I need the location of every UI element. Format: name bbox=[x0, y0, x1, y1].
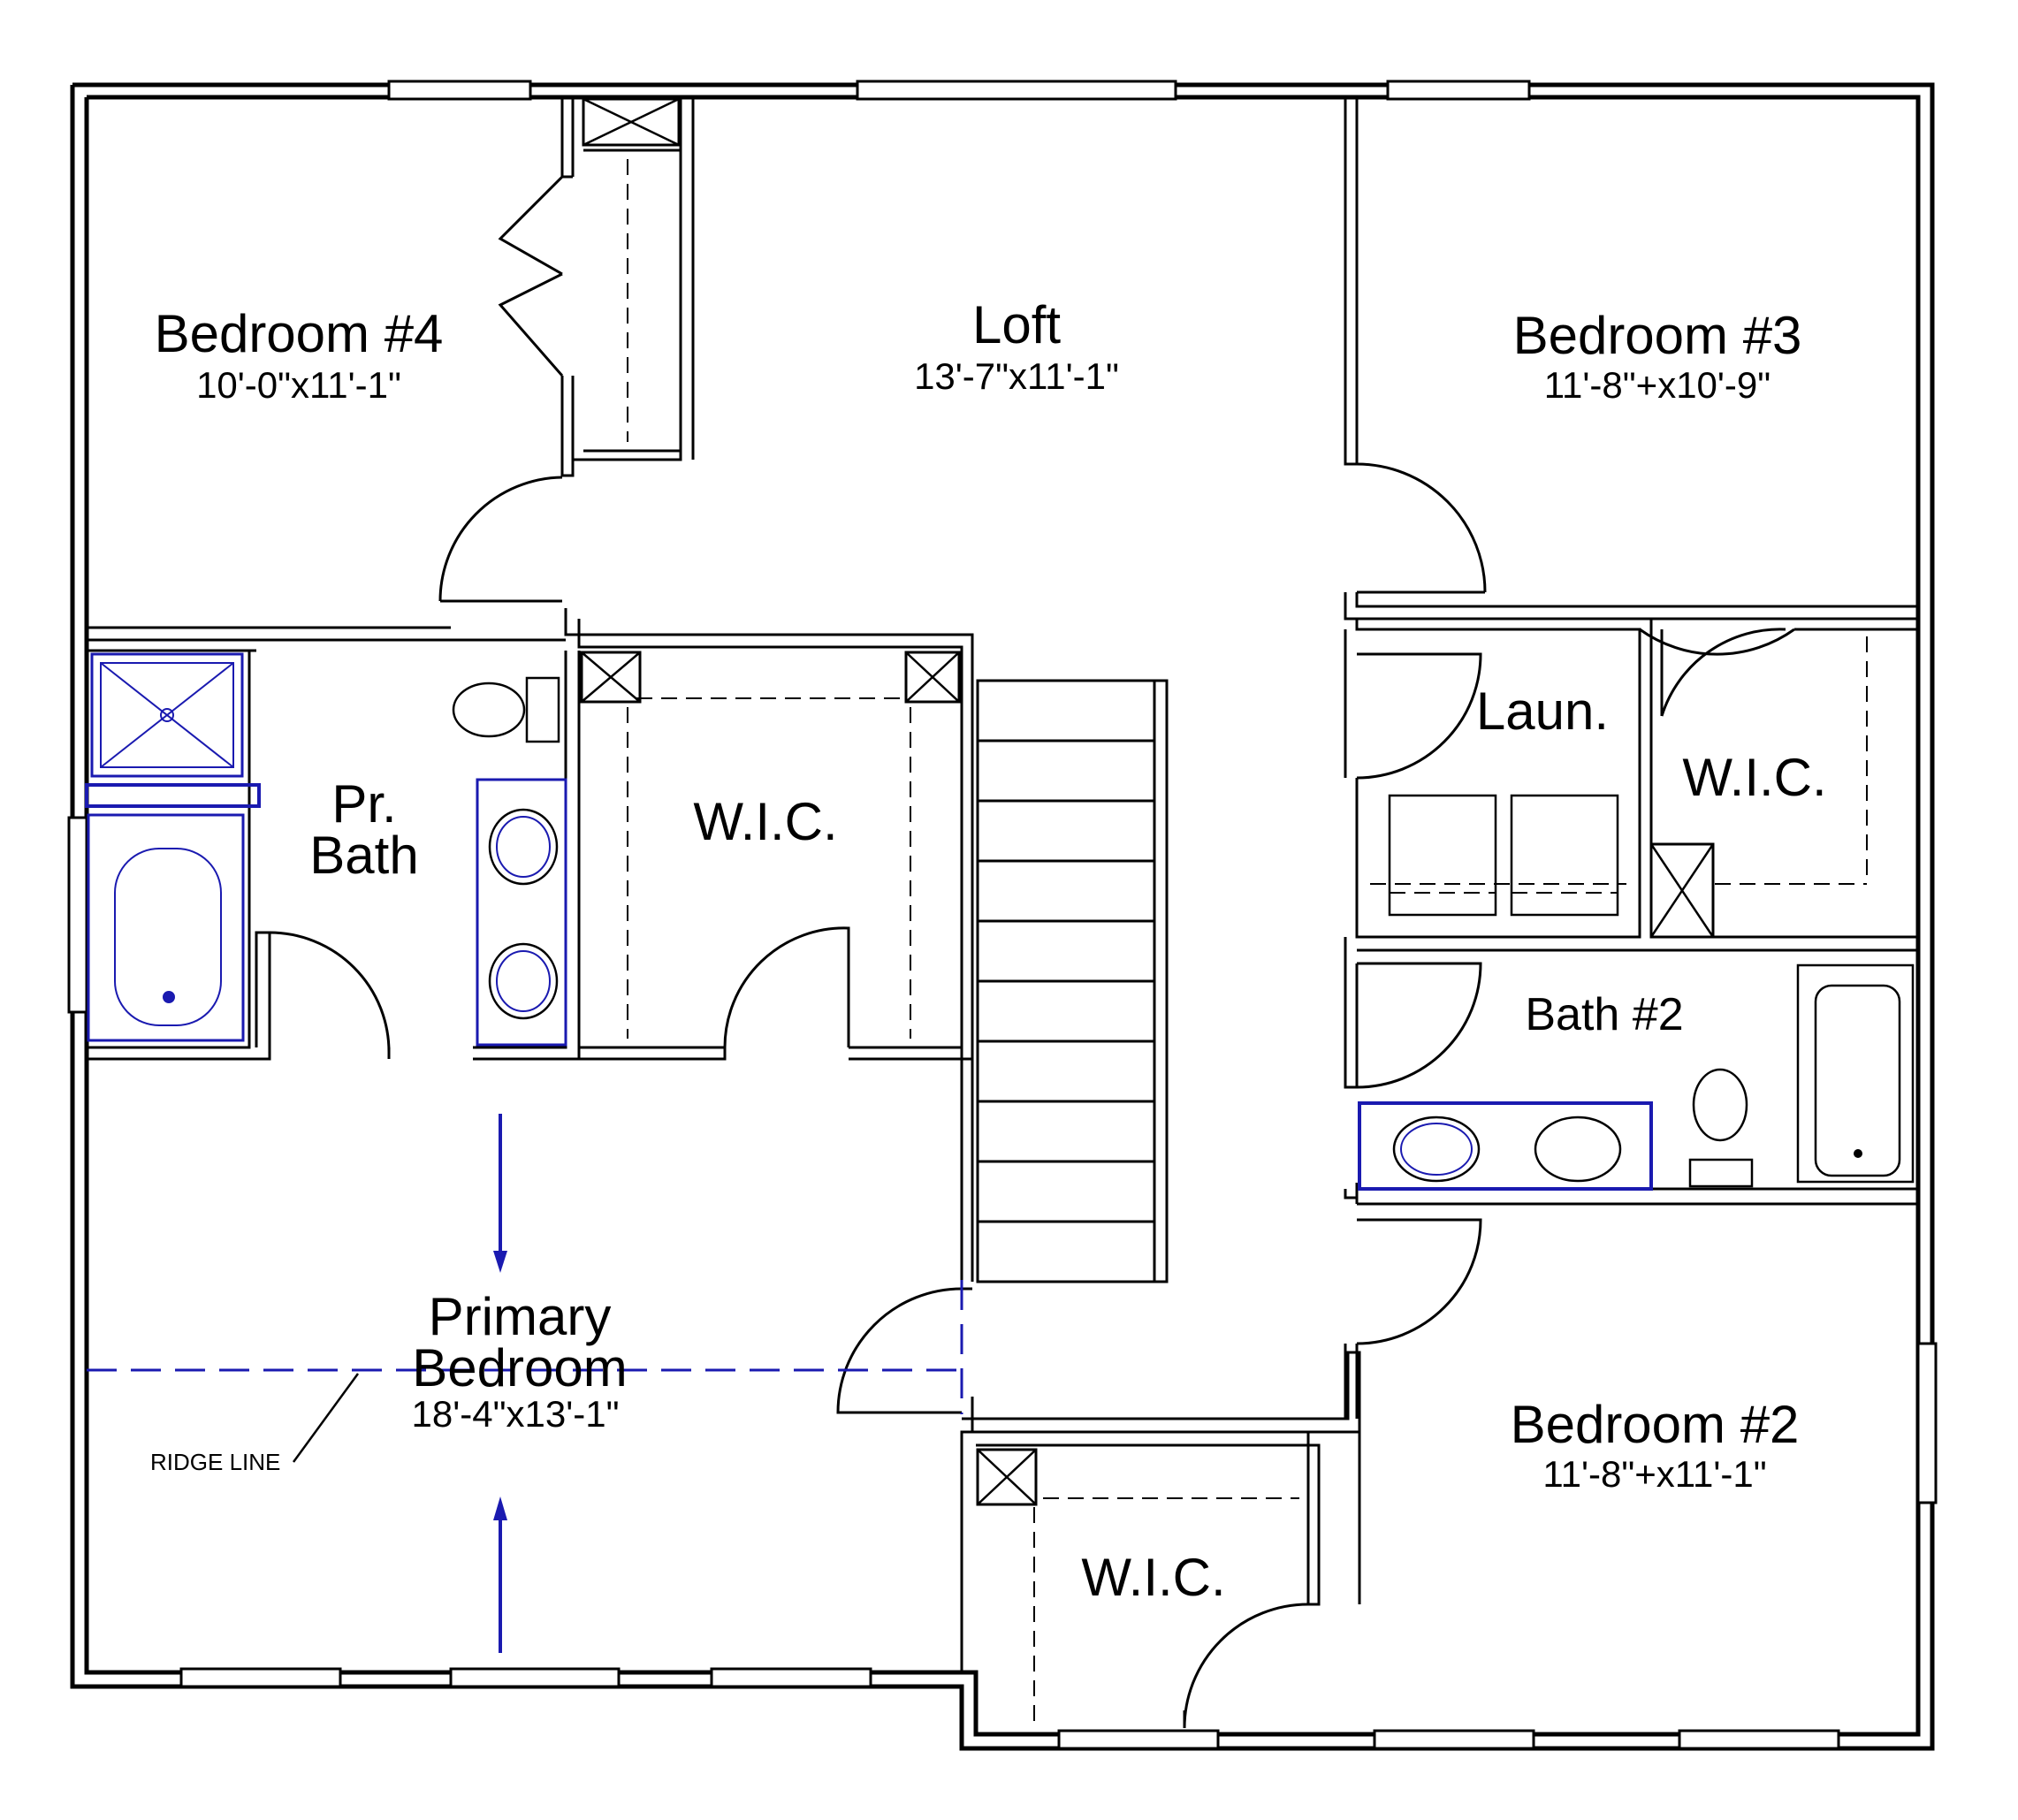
primary-bath-fixtures bbox=[85, 652, 567, 1047]
wic-primary-name: W.I.C. bbox=[693, 792, 837, 851]
exterior-walls bbox=[70, 82, 1935, 1751]
primary-line1: Primary bbox=[429, 1287, 612, 1346]
pr-bath-line2: Bath bbox=[309, 826, 418, 885]
ridge-line-label: RIDGE LINE bbox=[150, 1449, 280, 1475]
bedroom2-name: Bedroom #2 bbox=[1511, 1395, 1800, 1454]
wic-bed3-name: W.I.C. bbox=[1682, 748, 1826, 807]
bedroom2-dim: 11'-8"+x11'-1" bbox=[1542, 1453, 1766, 1495]
bedroom3-name: Bedroom #3 bbox=[1513, 306, 1802, 365]
bedroom4-dim: 10'-0"x11'-1" bbox=[196, 364, 401, 406]
room-labels: Bedroom #4 10'-0"x11'-1" Loft 13'-7"x11'… bbox=[150, 295, 1827, 1607]
bath2-name: Bath #2 bbox=[1525, 989, 1683, 1040]
primary-line2: Bedroom bbox=[412, 1338, 627, 1397]
pr-bath-line1: Pr. bbox=[331, 774, 396, 834]
loft-dim: 13'-7"x11'-1" bbox=[914, 355, 1119, 397]
bath2-fixtures bbox=[1358, 963, 1915, 1191]
bedroom4-name: Bedroom #4 bbox=[155, 304, 444, 363]
windows bbox=[67, 80, 1938, 1750]
x-boxes bbox=[580, 97, 1715, 1506]
wic-bed2-name: W.I.C. bbox=[1081, 1548, 1225, 1607]
bedroom3-dim: 11'-8"+x10'-9" bbox=[1544, 364, 1771, 406]
laundry-fixtures bbox=[1388, 794, 1619, 917]
interior-walls bbox=[87, 97, 1918, 1672]
closet-shelves bbox=[627, 159, 1868, 1728]
primary-dim: 18'-4"x13'-1" bbox=[412, 1393, 620, 1435]
loft-name: Loft bbox=[972, 295, 1061, 354]
staircase bbox=[960, 679, 1169, 1414]
ridge-line bbox=[87, 1114, 962, 1653]
laundry-name: Laun. bbox=[1476, 682, 1609, 741]
doors bbox=[269, 175, 1795, 1729]
